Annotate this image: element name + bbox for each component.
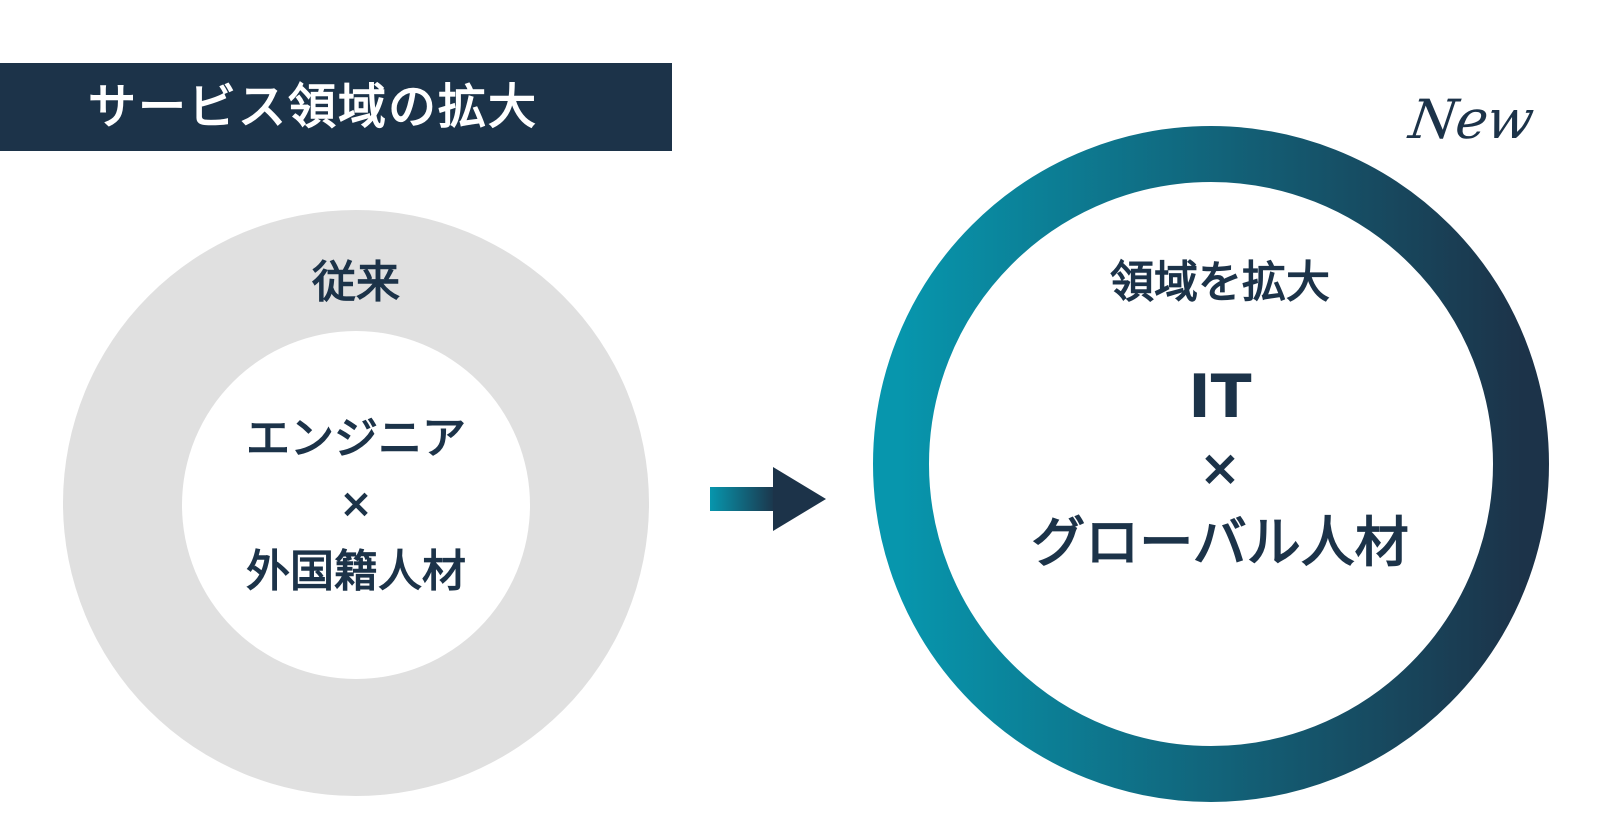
arrow-icon xyxy=(710,467,826,531)
left-times: × xyxy=(339,481,373,527)
right-line-1: IT xyxy=(1188,362,1252,432)
left-ring-inner xyxy=(182,331,530,679)
left-heading: 従来 xyxy=(312,257,400,308)
right-times: × xyxy=(1199,439,1241,497)
left-ring xyxy=(63,210,649,796)
left-line-2: 外国籍人材 xyxy=(246,546,466,597)
title-banner: サービス領域の拡大 xyxy=(0,63,672,151)
right-heading: 領域を拡大 xyxy=(1110,257,1330,308)
right-ring-stroke xyxy=(873,126,1549,802)
page-title: サービス領域の拡大 xyxy=(88,79,539,135)
right-line-2: グローバル人材 xyxy=(1031,511,1409,574)
right-ring xyxy=(873,126,1549,802)
left-line-1: エンジニア xyxy=(246,413,466,464)
